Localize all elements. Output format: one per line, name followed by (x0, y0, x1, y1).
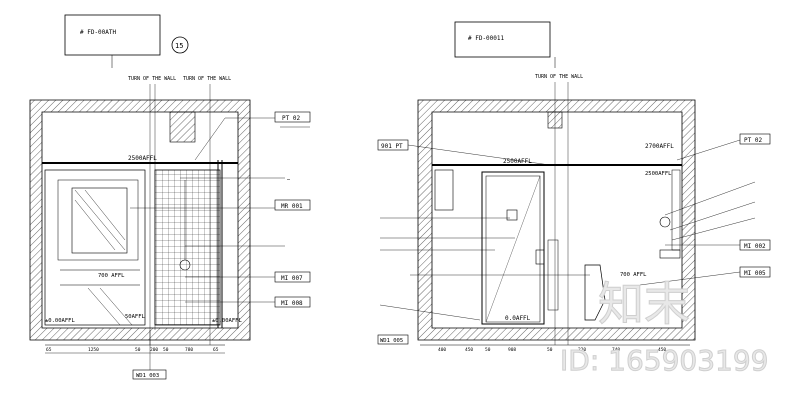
left-callout-wd: WD1 003 (136, 373, 159, 379)
right-wall-turn-label: TURN OF THE WALL (535, 74, 583, 80)
watermark-logo: 知末 (598, 277, 690, 331)
left-floor-label-1: ±0.00AFFL (45, 318, 75, 324)
section-marker (171, 36, 189, 54)
right-height-left: 2500AFFL (503, 158, 532, 165)
svg-text:450: 450 (658, 347, 666, 353)
svg-text:1250: 1250 (88, 347, 99, 353)
section-marker-number: 15 (175, 42, 183, 50)
svg-text:780: 780 (185, 347, 193, 353)
svg-text:740: 740 (612, 347, 620, 353)
svg-text:400: 400 (438, 347, 446, 353)
left-dimension-labels: 65 1250 50 200 50 780 65 (46, 347, 219, 353)
left-callout-pt: PT 02 (282, 115, 300, 122)
right-elevation: # FD-00011 TURN OF THE WALL 2500AFFL 270… (377, 21, 771, 353)
svg-text:200: 200 (150, 347, 158, 353)
svg-text:450: 450 (465, 347, 473, 353)
right-ref-label: # FD-00011 (468, 35, 505, 42)
watermark-id: ID: 165903199 (560, 344, 768, 377)
shower-tile-grid (154, 169, 221, 326)
svg-text:220: 220 (578, 347, 586, 353)
right-callout-wd: WD1 005 (380, 338, 403, 344)
left-ref-box (64, 14, 161, 56)
left-floor-label-2: 50AFFL (125, 314, 146, 320)
right-callout-pt-right: PT 02 (744, 137, 762, 144)
svg-text:65: 65 (213, 347, 219, 353)
wall-turn-label-1: TURN OF THE WALL (128, 76, 176, 82)
svg-text:50: 50 (485, 347, 491, 353)
svg-text:50: 50 (163, 347, 169, 353)
svg-text:…: … (287, 176, 290, 182)
right-niche-label: 700 AFFL (620, 272, 647, 278)
left-niche-label: 700 AFFL (98, 273, 125, 279)
right-floor-label: 0.0AFFL (505, 315, 531, 322)
left-floor-label-3: ±0.00AFFL (212, 318, 242, 324)
left-height-label: 2500AFFL (128, 155, 157, 162)
left-ref-label: # FD-00ATH (80, 29, 117, 36)
right-callout-mi1: MI 002 (744, 243, 766, 250)
svg-text:908: 908 (508, 347, 516, 353)
svg-text:65: 65 (46, 347, 52, 353)
left-callout-mi1: MI 007 (281, 275, 303, 282)
right-callout-mi2: MI 005 (744, 270, 766, 277)
left-elevation: # FD-00ATH 15 TURN OF THE WALL TURN OF T… (29, 14, 311, 380)
svg-text:50: 50 (135, 347, 141, 353)
right-callout-pt-left: 901 PT (381, 143, 403, 150)
right-dimension-labels: 400 450 50 908 50 220 740 450 (438, 347, 666, 353)
wall-turn-label-2: TURN OF THE WALL (183, 76, 231, 82)
right-height-right: 2700AFFL (645, 143, 674, 150)
right-wall-section (417, 99, 696, 341)
right-ref-box (454, 21, 551, 58)
left-callout-mi2: MI 008 (281, 300, 303, 307)
right-height-right2: 2500AFFL (645, 171, 672, 177)
svg-text:50: 50 (547, 347, 553, 353)
door-panel (481, 171, 545, 325)
left-callout-mr: MR 001 (281, 203, 303, 210)
